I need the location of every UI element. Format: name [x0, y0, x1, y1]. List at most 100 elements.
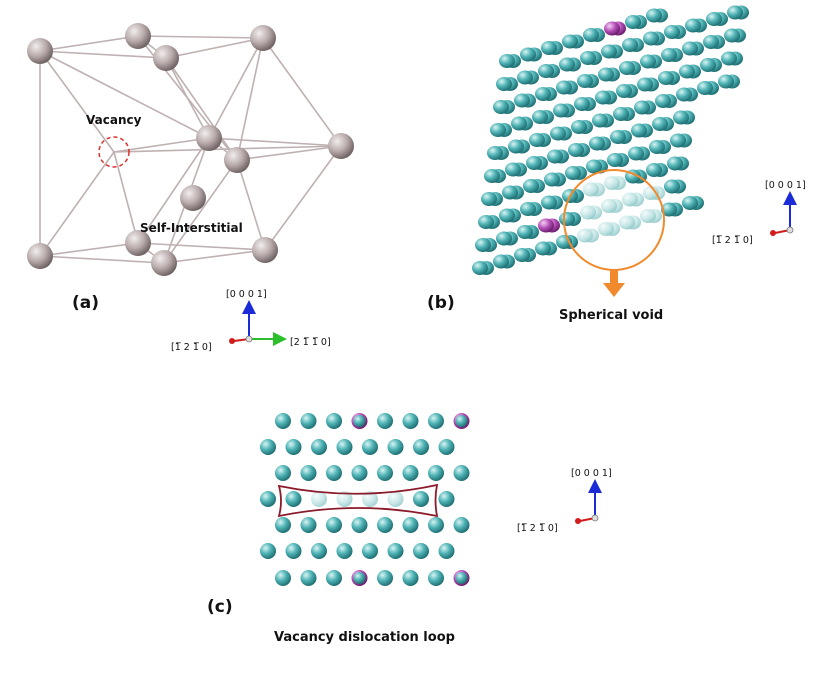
lattice-atom: [496, 77, 512, 91]
lattice-atom: [661, 48, 677, 62]
lattice-atom: [637, 77, 653, 92]
lattice-atom: [598, 67, 614, 82]
loop-atom-ghost: [387, 491, 404, 507]
axis-left-label: [1̅ 2 1̅ 0]: [171, 342, 212, 353]
bond: [39, 50, 210, 139]
void-atom-ghost: [640, 209, 656, 223]
lattice-atom: [413, 439, 429, 455]
lattice-atom: [664, 179, 680, 194]
void-atom-ghost: [604, 176, 620, 190]
lattice-atom: [724, 28, 740, 43]
axis-up-label: [0 0 0 1]: [571, 468, 612, 479]
lattice-atom: [655, 94, 671, 108]
lattice-atom: [607, 153, 623, 167]
lattice-atom: [496, 231, 512, 246]
lattice-atom: [559, 57, 575, 72]
lattice-atom: [679, 64, 695, 79]
bond: [137, 242, 266, 251]
lattice-atom: [670, 133, 686, 148]
lattice-atom: [706, 12, 722, 26]
lattice-atom: [328, 133, 354, 159]
lattice-atom: [499, 54, 515, 68]
lattice-atom: [589, 136, 605, 151]
bond: [264, 145, 342, 251]
void-atom-ghost: [580, 205, 596, 220]
lattice-atom: [387, 439, 404, 455]
axis-origin: [245, 335, 253, 343]
axis-up-label: [0 0 0 1]: [765, 180, 806, 191]
lattice-atom: [224, 147, 250, 173]
interstitial-atom: [180, 185, 206, 211]
lattice-atom: [658, 71, 674, 85]
lattice-atom: [532, 110, 548, 124]
overlap-atom: [455, 572, 468, 584]
lattice-atom: [438, 491, 455, 507]
lattice-atom: [428, 413, 444, 429]
lattice-atom: [571, 120, 587, 134]
bond: [208, 137, 342, 147]
void-atom-ghost: [601, 199, 617, 213]
lattice-atom: [402, 570, 419, 586]
lattice-atom: [727, 5, 743, 20]
lattice-atom: [661, 202, 677, 217]
bond: [113, 151, 139, 244]
lattice-atom: [275, 570, 291, 586]
lattice-atom: [428, 465, 444, 481]
lattice-atom: [559, 212, 575, 226]
lattice-atom: [402, 517, 419, 533]
lattice-atom: [27, 38, 53, 64]
lattice-atom: [583, 28, 599, 42]
axis-origin: [786, 226, 794, 234]
lattice-atom: [634, 100, 650, 115]
lattice-atom: [628, 146, 644, 161]
lattice-atom: [640, 54, 656, 69]
panel-b-atoms: [472, 5, 749, 275]
panel-b: Spherical void (b) [0 0 0 1] [1̅ 2 1̅ 0]: [427, 5, 806, 323]
magenta-atom: [604, 21, 620, 36]
lattice-atom: [553, 103, 569, 118]
lattice-atom: [490, 123, 506, 137]
lattice-atom: [538, 64, 554, 78]
axis-left-label: [1̅ 2 1̅ 0]: [712, 235, 753, 246]
bond: [236, 145, 342, 161]
overlap-atom: [455, 415, 468, 427]
lattice-atom: [260, 491, 276, 507]
lattice-atom: [402, 465, 419, 481]
lattice-atom: [377, 465, 393, 481]
lattice-atom: [275, 413, 291, 429]
magenta-atom: [538, 218, 554, 233]
lattice-atom: [438, 439, 455, 455]
lattice-atom: [541, 41, 557, 55]
lattice-atom: [616, 84, 632, 98]
lattice-atom: [646, 163, 662, 177]
lattice-atom: [387, 543, 404, 559]
lattice-atom: [595, 90, 611, 105]
panel-b-axes: [0 0 0 1] [1̅ 2 1̅ 0]: [712, 180, 806, 246]
lattice-atom: [580, 51, 596, 65]
overlap-atom: [353, 415, 366, 427]
axis-left-tip: [575, 518, 581, 524]
lattice-atom: [676, 87, 692, 102]
lattice-atom: [646, 8, 662, 23]
lattice-atom: [275, 465, 291, 481]
lattice-atom: [682, 196, 698, 210]
lattice-atom: [505, 162, 521, 177]
lattice-atom: [377, 517, 393, 533]
interstitial-label: Self-Interstitial: [140, 221, 243, 235]
lattice-atom: [493, 254, 509, 269]
lattice-atom: [574, 97, 590, 111]
lattice-atom: [311, 543, 327, 559]
lattice-atom: [475, 238, 491, 252]
loop-atom-ghost: [336, 491, 353, 507]
lattice-atom: [300, 413, 317, 429]
axis-left-label: [1̅ 2 1̅ 0]: [517, 523, 558, 534]
lattice-atom: [652, 117, 668, 131]
panel-a-atoms: [27, 23, 354, 276]
lattice-atom: [541, 195, 557, 210]
lattice-atom: [526, 156, 542, 170]
bond: [39, 151, 115, 257]
lattice-atom: [428, 517, 444, 533]
lattice-atom: [601, 44, 617, 59]
lattice-atom: [592, 113, 608, 128]
lattice-atom: [523, 179, 539, 193]
